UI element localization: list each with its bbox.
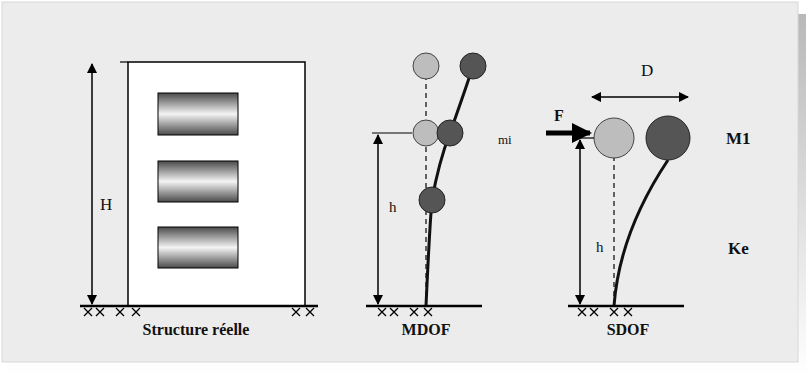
building	[128, 62, 305, 306]
mass-initial	[413, 120, 439, 146]
dimension-arrow	[377, 135, 379, 304]
dimension-label: h	[389, 200, 397, 215]
panel-caption: SDOF	[607, 322, 650, 338]
deformed-stick	[614, 160, 668, 306]
displacement-label: D	[641, 62, 653, 79]
window	[158, 161, 238, 202]
hatch-mark	[378, 308, 386, 316]
extension-line	[120, 61, 128, 62]
mass-initial	[594, 118, 634, 158]
force-arrow	[546, 131, 590, 136]
panel-caption: MDOF	[402, 322, 451, 338]
force-label: F	[554, 108, 564, 124]
hatch-mark	[624, 308, 632, 316]
dimension-label: h	[596, 240, 604, 255]
hatch-mark	[410, 308, 418, 316]
dimension-arrow	[91, 64, 93, 304]
hatch-mark	[610, 308, 618, 316]
deformed-stick	[426, 66, 473, 306]
ground-line	[80, 305, 318, 308]
ground-line	[366, 305, 482, 308]
window	[158, 93, 238, 135]
hatch-mark	[590, 308, 598, 316]
mass-label: mi	[498, 133, 512, 146]
undeformed-axis	[613, 138, 615, 306]
hatch-mark	[578, 308, 586, 316]
mass-initial	[413, 53, 439, 79]
extension-line	[372, 132, 412, 133]
mass-displaced	[419, 187, 445, 213]
window	[158, 227, 238, 268]
mass-displaced	[437, 120, 463, 146]
mass-displaced	[646, 116, 690, 160]
hatch-mark	[116, 308, 124, 316]
ground-hatch	[84, 308, 632, 316]
displacement-arrow	[592, 96, 688, 98]
hatch-mark	[132, 308, 140, 316]
hatch-mark	[96, 308, 104, 316]
panel	[2, 2, 798, 362]
hatch-mark	[292, 308, 300, 316]
mass-label: M1	[726, 130, 751, 147]
hatch-mark	[390, 308, 398, 316]
panel-caption: Structure réelle	[143, 322, 250, 338]
hatch-mark	[424, 308, 432, 316]
dimension-label: H	[100, 196, 112, 213]
dimension-arrow	[579, 140, 581, 304]
ground-line	[568, 305, 684, 308]
hatch-mark	[306, 308, 314, 316]
stiffness-label: Ke	[728, 240, 749, 257]
mass-displaced	[460, 53, 486, 79]
extension-line	[574, 137, 594, 138]
hatch-mark	[84, 308, 92, 316]
